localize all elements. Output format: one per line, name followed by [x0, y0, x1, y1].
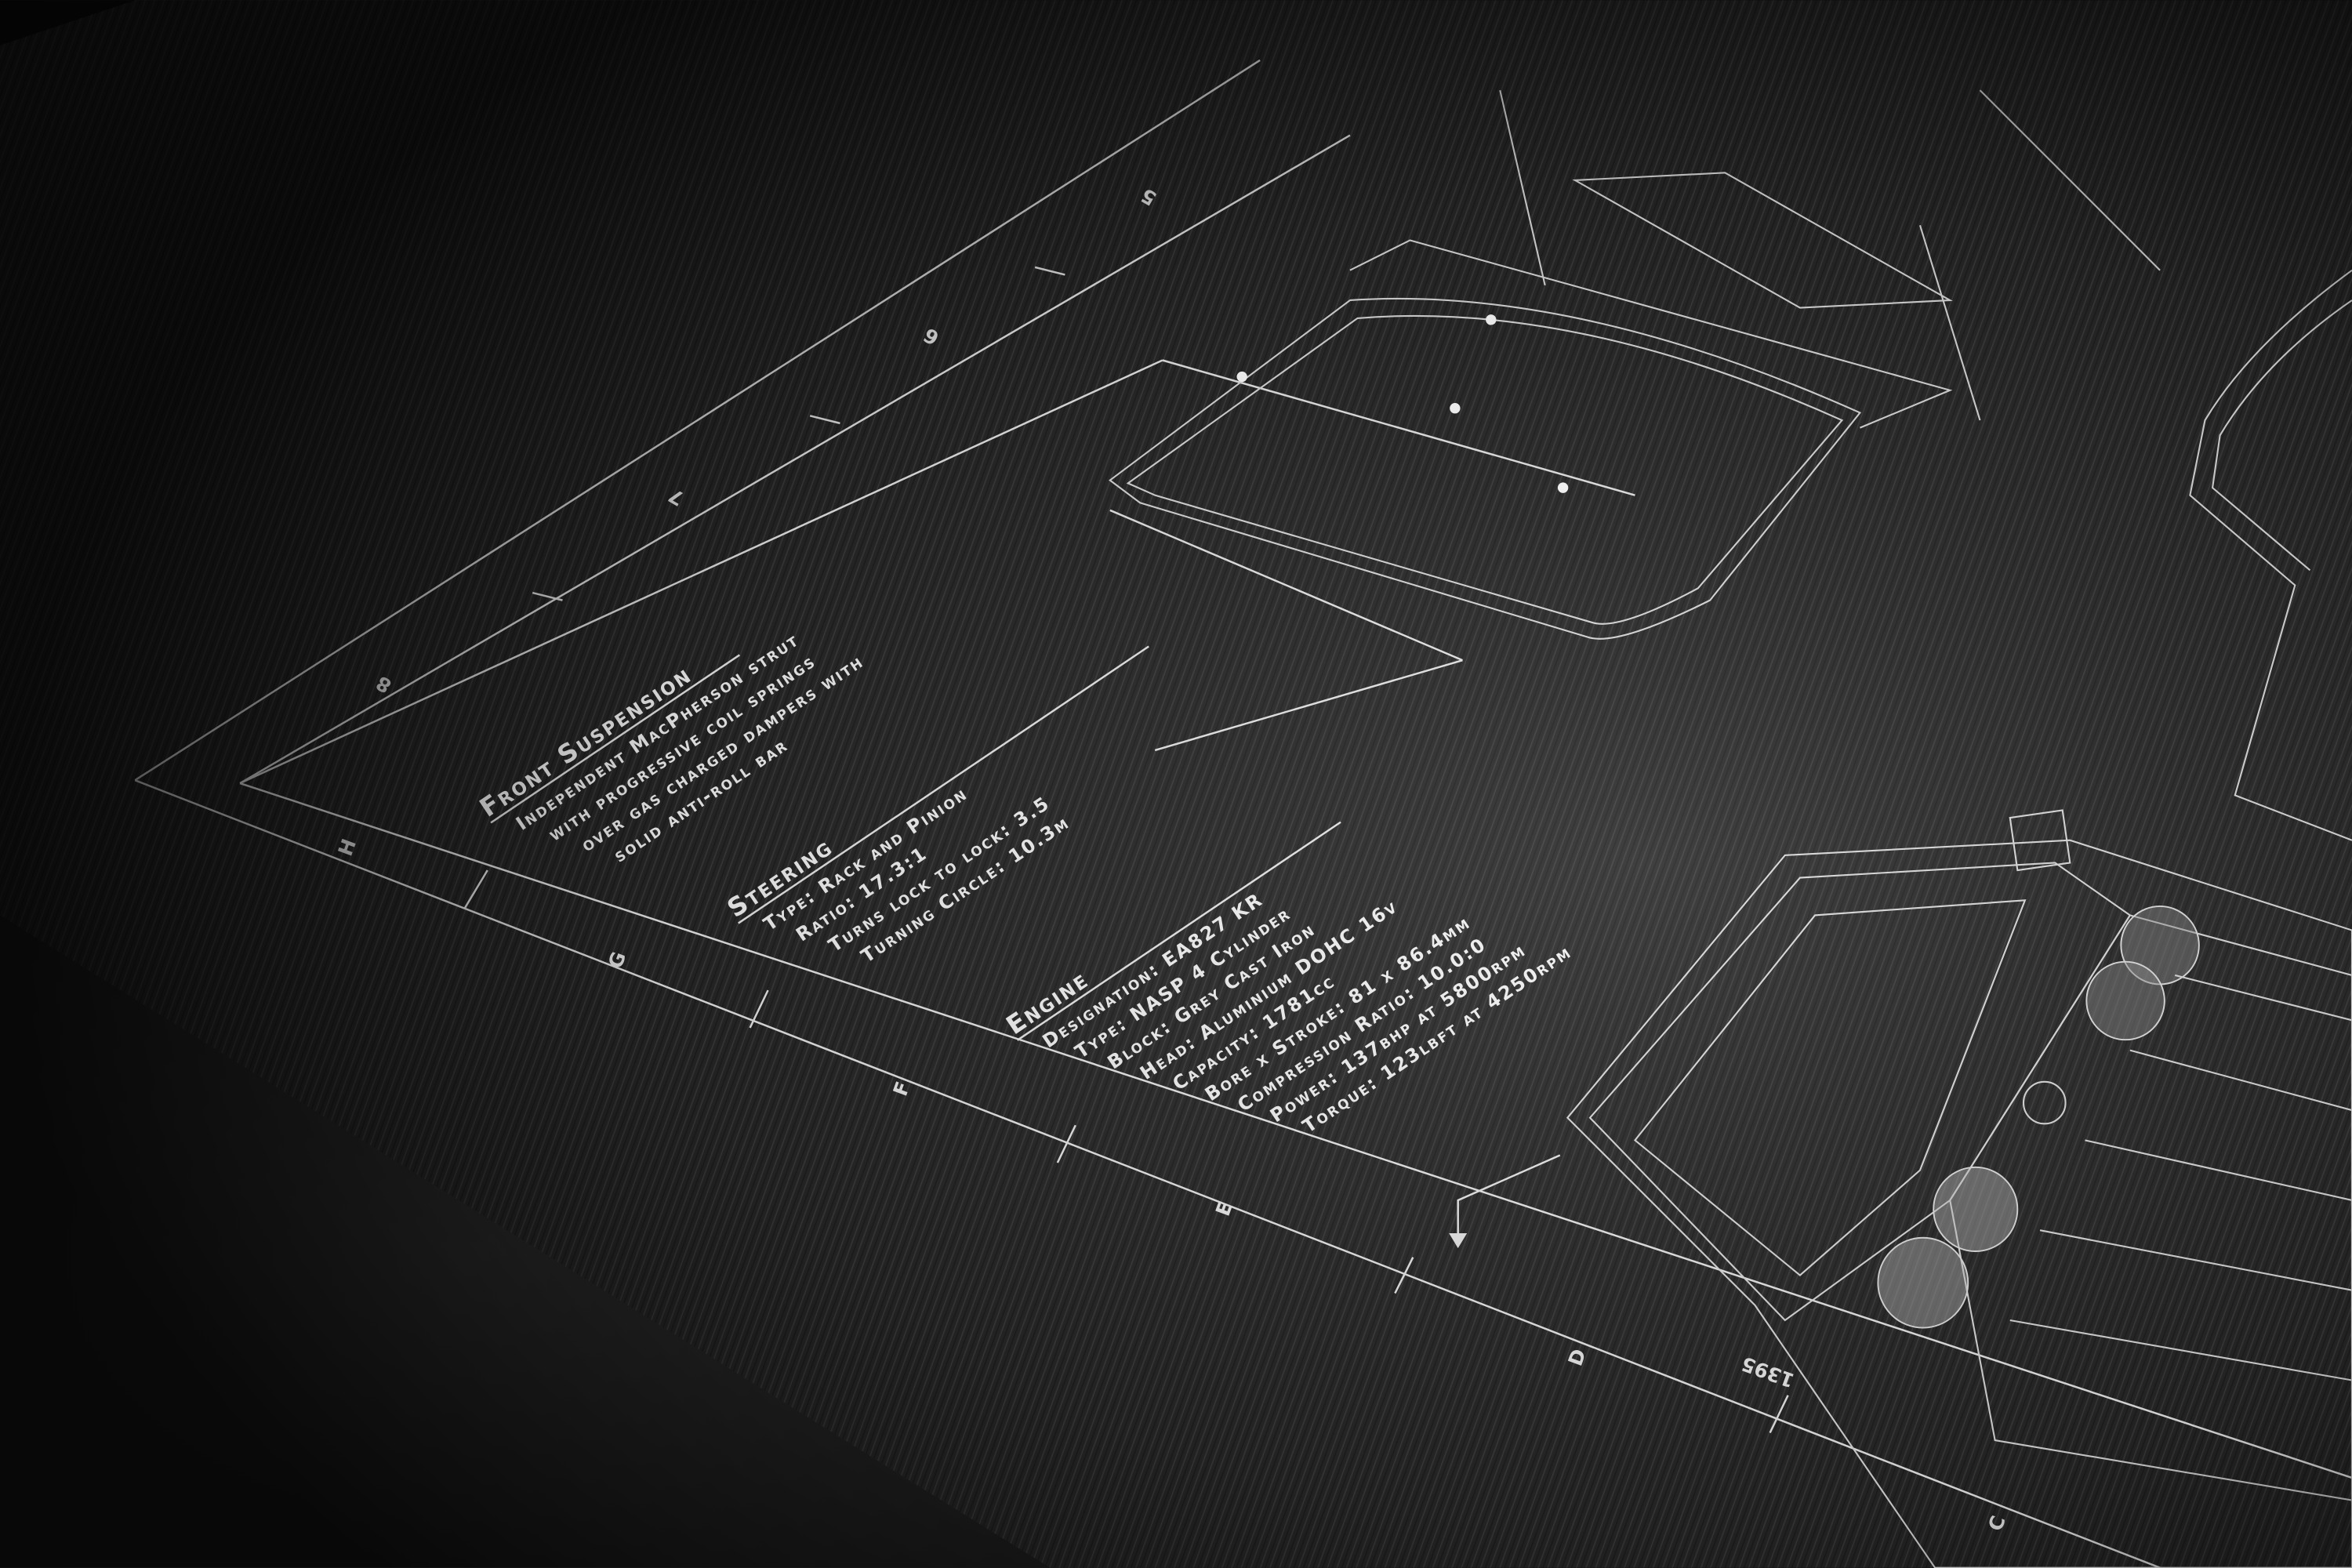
blueprint-plate-svg: 5 6 7 8 H G F E D C 1395 Front Suspensio… — [0, 0, 2352, 1568]
blueprint-photo: 5 6 7 8 H G F E D C 1395 Front Suspensio… — [0, 0, 2352, 1568]
metal-plate — [0, 0, 2352, 1568]
